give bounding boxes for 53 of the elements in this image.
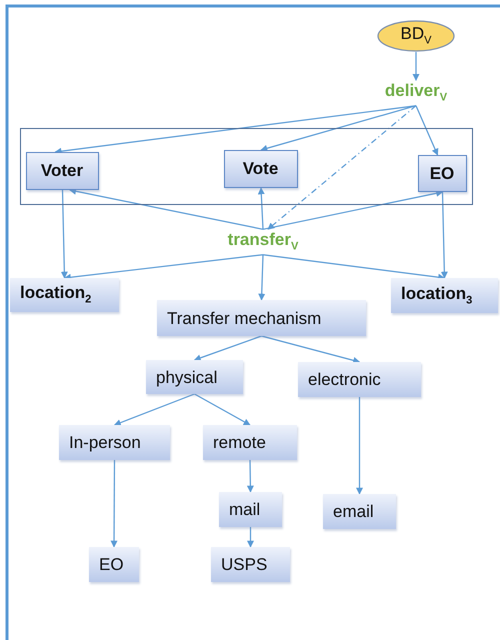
arrow — [356, 397, 363, 495]
arrow — [110, 460, 118, 548]
category-box — [219, 492, 282, 527]
action-label: deliver$_{V}$ — [384, 82, 448, 104]
arrow — [267, 105, 416, 230]
arrow — [60, 190, 68, 279]
arrow — [194, 393, 251, 426]
arrow — [261, 335, 360, 364]
arrow — [415, 105, 438, 156]
arrow — [260, 105, 416, 152]
node-label: physical — [156, 368, 218, 386]
entity-box — [418, 154, 466, 192]
arrow — [262, 254, 446, 281]
node-label: location$_{3}$ — [401, 284, 472, 306]
node-label: EO — [430, 164, 454, 182]
category-box — [59, 425, 170, 460]
node-label: In-person — [69, 434, 141, 451]
node-label: Vote — [242, 160, 278, 177]
arrow — [412, 52, 420, 81]
group-box — [20, 128, 473, 205]
arrow — [194, 335, 262, 362]
category-box — [89, 547, 139, 582]
arrow — [246, 460, 254, 493]
action-label: transfer$_{V}$ — [228, 231, 298, 253]
node-label: email — [333, 503, 374, 520]
location-box — [391, 278, 498, 313]
category-box — [203, 425, 297, 460]
arrow — [258, 187, 265, 230]
node-label: electronic — [308, 371, 381, 388]
category-box — [211, 547, 290, 582]
arrow — [258, 254, 266, 301]
node-label: USPS — [221, 556, 268, 573]
category-box — [323, 494, 396, 529]
arrow — [114, 393, 195, 426]
node-label: remote — [213, 434, 266, 451]
arrow — [247, 527, 254, 548]
node-label: location$_{2}$ — [20, 284, 92, 306]
category-box — [157, 300, 366, 336]
node-label: Voter — [40, 162, 84, 179]
arrow — [69, 188, 264, 230]
arrow — [440, 192, 448, 279]
node-label: Transfer mechanism — [167, 310, 322, 326]
location-box — [10, 278, 119, 312]
node-label: mail — [229, 501, 260, 518]
arrow — [262, 190, 444, 230]
category-box — [146, 360, 243, 394]
arrow — [64, 254, 264, 281]
node-label: EO — [99, 556, 124, 573]
ellipse-node — [377, 20, 455, 52]
category-box — [298, 362, 421, 397]
entity-box — [26, 152, 98, 190]
entity-box — [224, 150, 298, 188]
node-label: BD$_{V}$ — [400, 25, 432, 47]
